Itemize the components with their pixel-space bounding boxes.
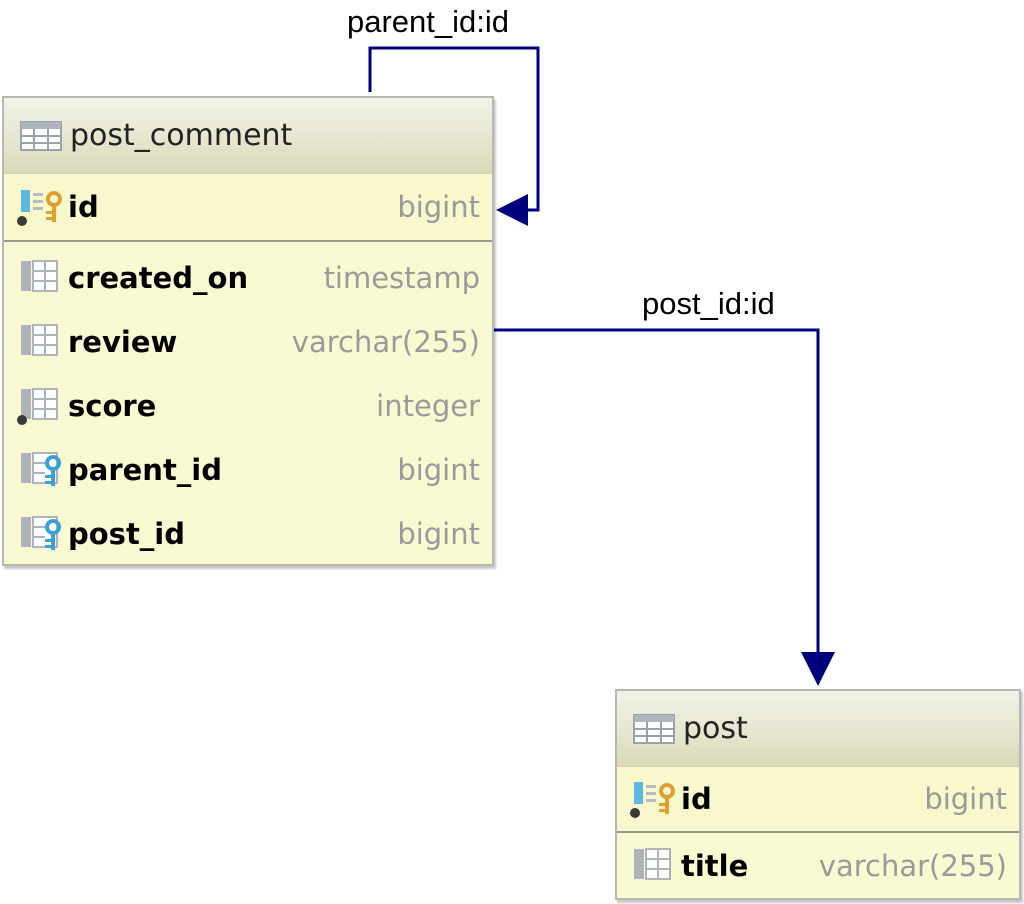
column-row-id[interactable]: id bigint [617, 767, 1019, 833]
column-type: integer [376, 389, 480, 423]
column-row-title[interactable]: title varchar(255) [617, 833, 1019, 897]
primary-key-icon [16, 187, 64, 227]
relation-label-parent-id: parent_id:id [347, 4, 510, 39]
edge-post-id-to-post-id[interactable] [494, 328, 820, 652]
column-name: score [68, 389, 157, 423]
column-type: bigint [397, 190, 480, 224]
not-null-column-icon [16, 386, 64, 426]
column-type: varchar(255) [291, 325, 480, 359]
column-row-parent-id[interactable]: parent_id bigint [4, 438, 492, 502]
arrowhead-parent-id [496, 194, 528, 226]
column-type: bigint [397, 453, 480, 487]
column-row-post-id[interactable]: post_id bigint [4, 502, 492, 566]
column-icon [629, 846, 677, 886]
table-post-comment[interactable]: post_comment id bigint [2, 96, 494, 566]
column-row-created-on[interactable]: created_on timestamp [4, 246, 492, 310]
column-list: created_on timestamp review varchar(255) [4, 242, 492, 566]
column-name: post_id [68, 517, 186, 551]
column-row-score[interactable]: score integer [4, 374, 492, 438]
column-name: id [681, 782, 712, 816]
column-icon [16, 258, 64, 298]
table-post[interactable]: post id bigint [615, 689, 1021, 900]
column-type: timestamp [323, 261, 480, 295]
column-row-review[interactable]: review varchar(255) [4, 310, 492, 374]
column-icon [16, 322, 64, 362]
column-name: parent_id [68, 453, 223, 487]
table-header[interactable]: post_comment [4, 98, 492, 174]
table-icon [633, 713, 675, 744]
foreign-key-icon [16, 450, 64, 490]
table-header[interactable]: post [617, 691, 1019, 767]
column-type: varchar(255) [818, 849, 1007, 883]
table-icon [20, 120, 62, 151]
table-title: post_comment [70, 118, 293, 153]
column-type: bigint [397, 517, 480, 551]
primary-key-icon [629, 779, 677, 819]
column-name: review [68, 325, 178, 359]
column-row-id[interactable]: id bigint [4, 174, 492, 242]
column-name: created_on [68, 261, 249, 295]
column-name: id [68, 190, 99, 224]
column-type: bigint [924, 782, 1007, 816]
table-title: post [683, 711, 748, 746]
relation-label-post-id: post_id:id [642, 286, 775, 321]
column-name: title [681, 849, 749, 883]
arrowhead-post-id [801, 652, 835, 686]
foreign-key-icon [16, 514, 64, 554]
